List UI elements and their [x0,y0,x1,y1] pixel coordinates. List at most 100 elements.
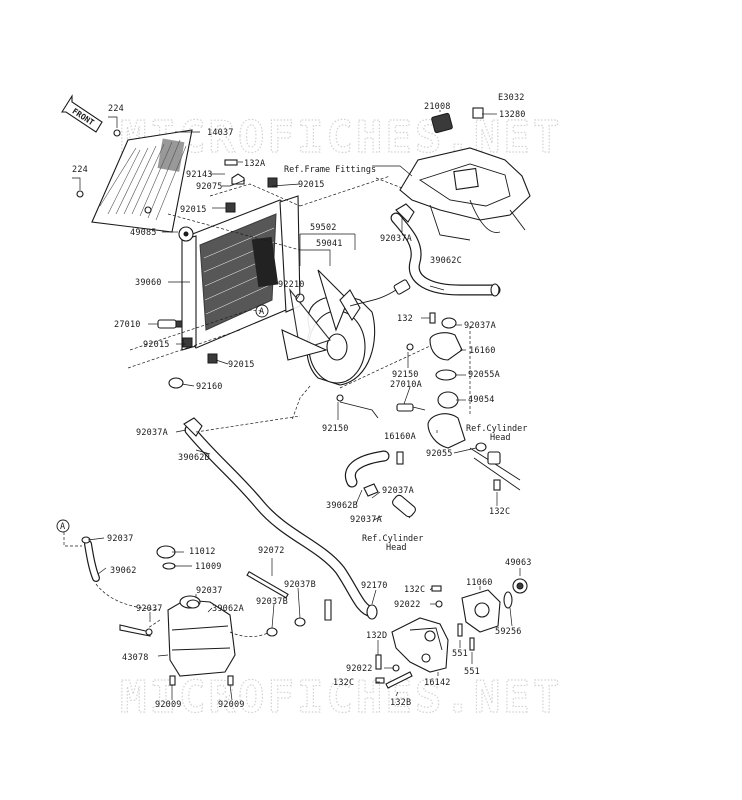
label-92037a-c: 92037A [464,321,496,331]
hose-39062c [390,212,501,297]
bolt-132c-a [493,479,501,491]
label-92150-b: 92150 [322,424,349,434]
label-92037-b: 92037 [196,586,223,596]
label-11060: 11060 [466,578,493,588]
bolt-132d [375,654,382,670]
bolt-132b [385,671,413,689]
label-92015-c: 92015 [143,340,170,350]
hose-39062d [184,424,378,618]
label-92015-a: 92015 [298,180,325,190]
bolt-screen [144,206,152,214]
bolt-small-hose [396,451,404,465]
housing-16160 [429,332,463,361]
bolt-132 [429,312,436,324]
label-132a: 132A [244,159,265,169]
label-14037: 14037 [207,128,234,138]
dashed-lines [63,175,471,629]
front-arrow-icon: FRONT [61,94,103,133]
label-49085: 49085 [130,228,157,238]
pipe-cyl-head [469,447,521,491]
label-92055: 92055 [426,449,453,459]
reference-notes: Ref.Frame Fittings Ref.Cylinder Head Ref… [284,165,527,553]
label-39062a: 39062A [212,604,244,614]
clamp-92037a-c [441,317,457,329]
label-11012: 11012 [189,547,216,557]
bolt-224-b [76,190,84,198]
label-92037b-b: 92037B [256,597,288,607]
band-92072 [246,571,289,599]
label-92022-b: 92022 [346,664,373,674]
label-39062c: 39062C [430,256,462,266]
seal-11009 [162,562,176,570]
hose-39062 [84,540,161,611]
relay-21008 [431,112,453,134]
hose-39062a [229,599,332,637]
bolt-132c-b [431,585,442,592]
marker-a-radiator [255,304,269,318]
label-92037a-d: 92037A [382,486,414,496]
label-132c-b: 132C [404,585,425,595]
label-132: 132 [397,314,413,324]
label-92143: 92143 [186,170,213,180]
hose-39062b [345,450,390,488]
label-39062: 39062 [110,566,137,576]
label-92009-a: 92009 [155,700,182,710]
label-92009-b: 92009 [218,700,245,710]
radiator-screen [91,129,193,233]
label-92037a-b: 92037A [380,234,412,244]
part-labels: 224 14037 224 92143 132A 92075 92015 920… [72,102,531,710]
bolt-551-a [457,623,463,637]
cooling-fan [281,269,411,386]
bolt-92009-b [227,675,234,686]
label-224-a: 224 [108,104,124,114]
label-92170: 92170 [361,581,388,591]
clamp-92015-a [267,177,278,188]
label-92015-d: 92015 [228,360,255,370]
label-39062d: 39062D [178,453,210,463]
label-16160: 16160 [469,346,496,356]
bolt-132a [224,159,238,166]
marker-a-radiator-label: A [259,307,264,317]
radiator [181,195,301,351]
label-132d: 132D [366,631,387,641]
oring-92055a [435,369,457,381]
label-132b: 132B [390,698,411,708]
bolt-224-a [113,129,121,137]
label-16142: 16142 [424,678,451,688]
clamp-92015-d [207,353,218,364]
oring-92055 [475,442,487,452]
diagram-code: E3032 [498,93,525,103]
marker-a-reservoir-label: A [60,522,65,532]
sensor-27010a [396,403,426,412]
label-92055a: 92055A [468,370,500,380]
label-132c-a: 132C [489,507,510,517]
bolt-92009-a [169,675,176,686]
label-59041: 59041 [316,239,343,249]
label-27010: 27010 [114,320,141,330]
clamp-92015-b [225,202,236,213]
leader-lines [72,110,521,701]
ref-cylinder-head-2: Ref.Cylinder [362,534,423,544]
label-39060: 39060 [135,278,162,288]
label-92037-c: 92037 [136,604,163,614]
label-27010a: 27010A [390,380,422,390]
watermark-bottom: MICROFICHES.NET [120,672,562,723]
ref-frame-fittings: Ref.Frame Fittings [284,165,376,175]
clamp-92037a-b [395,203,415,223]
label-11009: 11009 [195,562,222,572]
clamp-92015-c [182,337,193,348]
label-92075: 92075 [196,182,223,192]
clamp-92037-c [145,628,153,636]
label-49054: 49054 [468,395,495,405]
label-92037a-e: 92037A [350,515,382,525]
sensor-27010 [157,319,183,329]
housing-16160a [427,413,466,449]
label-92037b-a: 92037B [284,580,316,590]
label-59256: 59256 [495,627,522,637]
thermostat-49054 [437,391,459,409]
marker-a-reservoir [56,519,70,533]
ref-cylinder-head-1-b: Head [490,433,510,443]
frame-bracket [399,147,531,241]
label-13280: 13280 [499,110,526,120]
label-92210: 92210 [278,280,305,290]
